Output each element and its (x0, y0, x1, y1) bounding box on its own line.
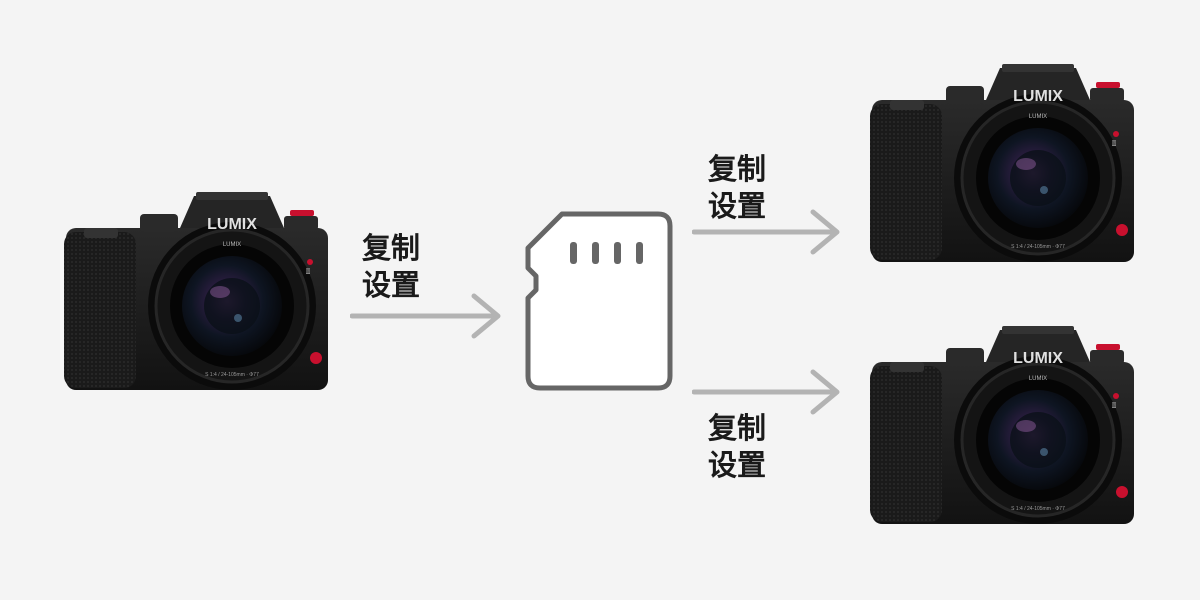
lens-brand: LUMIX (1029, 114, 1047, 120)
label-line-1: 复制 (708, 411, 767, 445)
label-line-1: 复制 (708, 152, 767, 186)
label-line-2: 设置 (708, 189, 767, 223)
lens-brand: LUMIX (1029, 376, 1047, 382)
arrow-right-icon (350, 293, 501, 339)
model-mark: Ⅱ (1112, 402, 1117, 410)
sd-card-icon (525, 211, 673, 391)
camera-icon: LUMIX LUMIX S 1:4 / 24-105mm · Φ77 Ⅱ (868, 324, 1136, 526)
model-mark: Ⅱ (306, 268, 311, 276)
camera-brand: LUMIX (1013, 88, 1063, 105)
camera-brand: LUMIX (1013, 350, 1063, 367)
camera-brand: LUMIX (207, 216, 257, 233)
lens-brand: LUMIX (223, 242, 241, 248)
target-camera-top: LUMIX LUMIX S 1:4 / 24-105mm · Φ77 Ⅱ (868, 60, 1138, 269)
arrow-right-icon (692, 209, 840, 255)
source-camera: LUMIX LUMIX S 1:4 / 24-105mm · Φ77 Ⅱ (62, 188, 332, 397)
copy-settings-label-3: 复制 设置 (708, 410, 788, 484)
lens-spec: S 1:4 / 24-105mm · Φ77 (1011, 506, 1065, 512)
target-camera-bottom: LUMIX LUMIX S 1:4 / 24-105mm · Φ77 Ⅱ (868, 322, 1138, 531)
label-line-1: 复制 (362, 231, 421, 265)
camera-icon: LUMIX LUMIX S 1:4 / 24-105mm · Φ77 Ⅱ (868, 62, 1136, 264)
label-line-2: 设置 (708, 448, 767, 482)
arrow-right-icon (692, 369, 840, 415)
label-line-2: 设置 (362, 268, 421, 302)
lens-spec: S 1:4 / 24-105mm · Φ77 (205, 372, 259, 378)
lens-spec: S 1:4 / 24-105mm · Φ77 (1011, 244, 1065, 250)
camera-icon: LUMIX LUMIX S 1:4 / 24-105mm · Φ77 Ⅱ (62, 190, 330, 392)
copy-settings-label-1: 复制 设置 (362, 230, 442, 304)
copy-settings-label-2: 复制 设置 (708, 151, 788, 225)
model-mark: Ⅱ (1112, 140, 1117, 148)
